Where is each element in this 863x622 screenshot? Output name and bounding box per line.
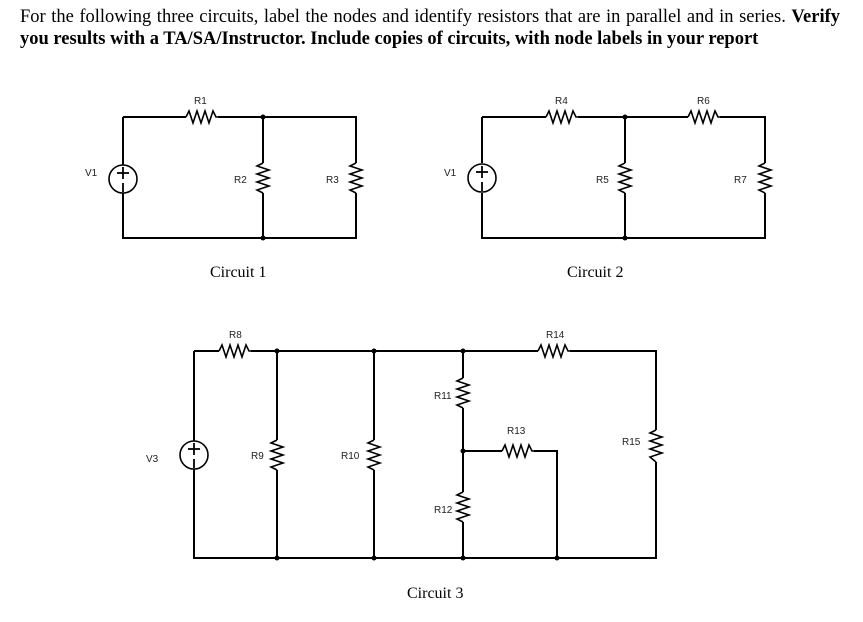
c2-label-r7: R7 — [734, 175, 747, 186]
c2-voltage-source-v1 — [467, 163, 497, 193]
c2-resistor-r7 — [756, 162, 774, 194]
instructions-bold: Verify you results with a TA/SA/Instruct… — [20, 7, 840, 49]
c3-resistor-r14 — [537, 342, 570, 360]
c3-resistor-r8 — [218, 342, 251, 360]
c2-caption: Circuit 2 — [567, 264, 623, 281]
c1-resistor-r3 — [347, 162, 365, 194]
c1-label-r2: R2 — [234, 175, 247, 186]
c3-resistor-r12 — [454, 491, 472, 523]
c3-label-r9: R9 — [251, 451, 264, 462]
c2-resistor-r6 — [687, 108, 720, 126]
c3-label-r14: R14 — [546, 330, 565, 341]
instructions: For the following three circuits, label … — [20, 6, 840, 50]
c2-label-v1: V1 — [444, 168, 457, 179]
c1-label-r3: R3 — [326, 175, 339, 186]
c3-label-r15: R15 — [622, 437, 641, 448]
c2-resistor-r5 — [616, 162, 634, 194]
c3-resistor-r15 — [647, 429, 665, 463]
c3-label-r13: R13 — [507, 426, 526, 437]
c3-caption: Circuit 3 — [407, 585, 463, 602]
c3-resistor-r13 — [501, 442, 534, 460]
c3-label-r12: R12 — [434, 505, 453, 516]
c3-resistor-r9 — [268, 439, 286, 471]
c1-resistor-r2 — [254, 162, 272, 194]
c2-resistor-r4 — [545, 108, 578, 126]
c3-label-r11: R11 — [434, 391, 452, 402]
circuit-3: V3 R8 R14 R9 R10 R11 R12 R13 R15 Circuit… — [146, 330, 665, 602]
c1-resistor-r1 — [185, 108, 218, 126]
c2-label-r6: R6 — [697, 96, 710, 107]
c3-label-r8: R8 — [229, 330, 242, 341]
c2-label-r4: R4 — [555, 96, 568, 107]
circuit-2: V1 R4 R6 R5 R7 Circuit 2 — [444, 96, 774, 281]
c3-label-r10: R10 — [341, 451, 360, 462]
c1-caption: Circuit 1 — [210, 264, 266, 281]
c1-voltage-source-v1 — [108, 164, 138, 194]
c3-label-v3: V3 — [146, 454, 159, 465]
c3-resistor-r10 — [365, 439, 383, 471]
circuit-1: V1 R1 R2 R3 Circuit 1 — [85, 96, 365, 281]
c1-label-v1: V1 — [85, 168, 98, 179]
c3-voltage-source-v3 — [179, 440, 209, 470]
instructions-plain: For the following three circuits, label … — [20, 7, 786, 27]
c2-label-r5: R5 — [596, 175, 609, 186]
c3-resistor-r11 — [454, 377, 472, 409]
c1-label-r1: R1 — [194, 96, 207, 107]
